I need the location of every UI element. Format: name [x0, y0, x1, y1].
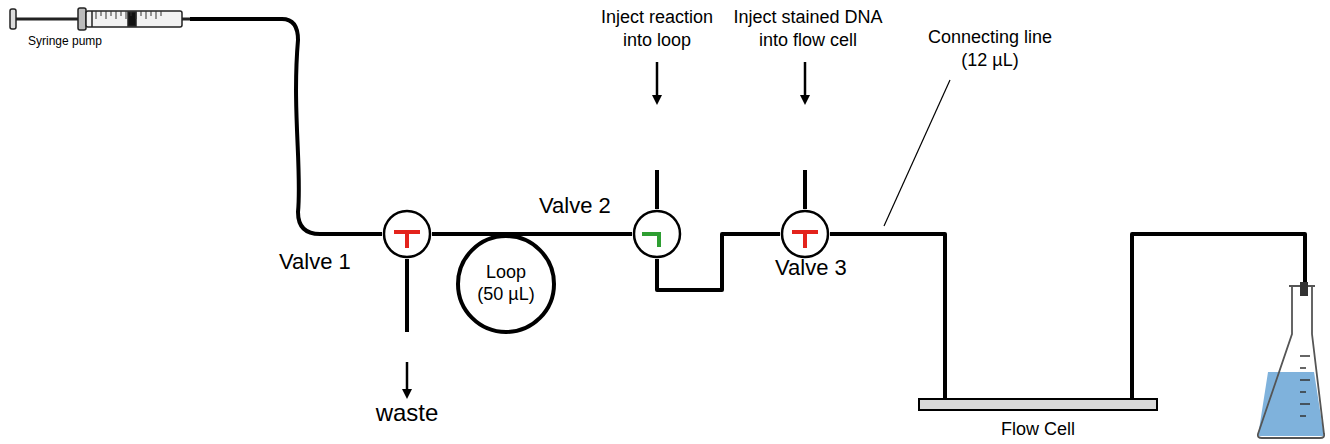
leader-line — [884, 80, 950, 226]
syringe-pump — [10, 8, 190, 30]
flow-arrow — [656, 62, 659, 100]
flow-cell: Flow Cell — [918, 398, 1158, 411]
port-label: waste — [376, 398, 439, 428]
callout-label: Connecting line (12 µL) — [924, 26, 1056, 71]
instruction-label: Inject stained DNA into flow cell — [727, 6, 889, 51]
tubing — [655, 170, 659, 209]
tubing — [506, 232, 632, 236]
loop-label: Loop (50 µL) — [475, 262, 537, 305]
flow-arrow — [804, 62, 807, 100]
valve-label: Valve 1 — [279, 249, 351, 275]
tubing — [830, 234, 945, 398]
instruction-label: Inject reaction into loop — [596, 6, 718, 51]
device-label: Syringe pump — [28, 34, 102, 49]
valve: Valve 2 — [632, 209, 682, 259]
sample-loop: Loop (50 µL) — [456, 234, 556, 334]
valve: Valve 3 — [780, 209, 830, 259]
flow-cell-label: Flow Cell — [1001, 419, 1075, 441]
valve-label: Valve 3 — [775, 255, 847, 281]
collection-flask — [1258, 282, 1324, 438]
flow-arrow — [406, 362, 409, 394]
valve-symbol — [632, 209, 682, 259]
valve-symbol — [382, 209, 432, 259]
valve: Valve 1 — [382, 209, 432, 259]
valve-label: Valve 2 — [539, 193, 611, 219]
tubing — [405, 259, 409, 332]
tubing — [190, 19, 382, 234]
valve-symbol — [780, 209, 830, 259]
tubing — [803, 170, 807, 209]
